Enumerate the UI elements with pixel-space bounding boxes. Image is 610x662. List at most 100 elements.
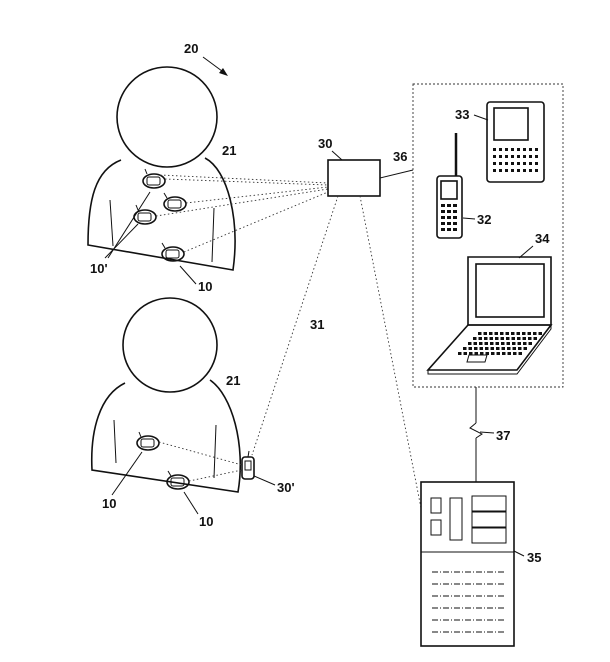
arrow-sensor-top <box>180 266 196 284</box>
key <box>523 148 526 151</box>
key <box>523 337 527 340</box>
key <box>529 342 533 345</box>
label-link-devices-server: 37 <box>496 428 510 443</box>
key <box>441 228 445 231</box>
key <box>517 148 520 151</box>
key <box>447 204 451 207</box>
leader-hub <box>332 151 342 160</box>
key <box>453 216 457 219</box>
leader-server <box>514 551 524 556</box>
key <box>501 337 505 340</box>
key <box>491 352 495 355</box>
key <box>505 162 508 165</box>
key <box>508 352 512 355</box>
key <box>495 337 499 340</box>
key <box>474 342 478 345</box>
key <box>490 337 494 340</box>
key <box>458 352 462 355</box>
key <box>517 337 521 340</box>
key <box>489 332 493 335</box>
label-server: 35 <box>527 550 541 565</box>
key <box>484 332 488 335</box>
key <box>453 222 457 225</box>
key <box>529 155 532 158</box>
key <box>447 228 451 231</box>
label-sensor-bottom-right: 10 <box>199 514 213 529</box>
key <box>512 337 516 340</box>
key <box>484 337 488 340</box>
key <box>519 352 523 355</box>
key <box>511 148 514 151</box>
label-laptop: 34 <box>535 231 550 246</box>
key <box>502 352 506 355</box>
key <box>511 162 514 165</box>
key <box>490 342 494 345</box>
sensor-bottom-2 <box>167 471 189 489</box>
key <box>491 347 495 350</box>
key <box>453 210 457 213</box>
sensor-bottom-1 <box>137 432 159 450</box>
sensor-top-4 <box>162 243 184 261</box>
key <box>441 210 445 213</box>
key <box>507 342 511 345</box>
key <box>474 347 478 350</box>
key <box>534 337 538 340</box>
label-sensor-top: 10 <box>198 279 212 294</box>
label-phone: 32 <box>477 212 491 227</box>
key <box>478 332 482 335</box>
leader-pda <box>474 115 488 120</box>
arrow-system <box>203 57 228 76</box>
wireless-links-top <box>156 175 328 252</box>
key <box>535 169 538 172</box>
label-pda: 33 <box>455 107 469 122</box>
label-link-hub-devices: 36 <box>393 149 407 164</box>
hub-box <box>328 160 380 196</box>
key <box>524 347 528 350</box>
laptop-device <box>428 257 551 374</box>
key <box>473 337 477 340</box>
arrow-sensor-bottom-right <box>184 492 198 514</box>
key <box>518 342 522 345</box>
label-link-wireless: 31 <box>310 317 324 332</box>
key <box>506 332 510 335</box>
label-person-top: 21 <box>222 143 236 158</box>
phone-device <box>437 133 462 238</box>
link-devices-server <box>470 387 494 482</box>
key <box>501 342 505 345</box>
key <box>493 148 496 151</box>
sensor-top-2 <box>164 193 186 211</box>
key <box>485 342 489 345</box>
label-hub: 30 <box>318 136 332 151</box>
person-top <box>88 67 235 270</box>
key <box>468 342 472 345</box>
person-bottom <box>92 298 241 492</box>
key <box>464 352 468 355</box>
portable-hub <box>242 451 254 479</box>
key <box>497 352 501 355</box>
key <box>528 337 532 340</box>
key <box>505 148 508 151</box>
key <box>523 169 526 172</box>
key <box>505 155 508 158</box>
key <box>506 337 510 340</box>
key <box>539 332 543 335</box>
key <box>485 347 489 350</box>
key <box>447 216 451 219</box>
key <box>493 169 496 172</box>
label-sensors-group: 10' <box>90 261 108 276</box>
key <box>513 347 517 350</box>
key <box>522 332 526 335</box>
key <box>479 337 483 340</box>
key <box>511 155 514 158</box>
key <box>493 162 496 165</box>
key <box>453 204 457 207</box>
label-sensor-bottom-left: 10 <box>102 496 116 511</box>
key <box>441 204 445 207</box>
key <box>511 169 514 172</box>
key <box>507 347 511 350</box>
key <box>493 155 496 158</box>
leader-phone <box>463 218 475 219</box>
leader-hub-portable <box>254 476 275 485</box>
wireless-links-bottom <box>159 442 242 481</box>
